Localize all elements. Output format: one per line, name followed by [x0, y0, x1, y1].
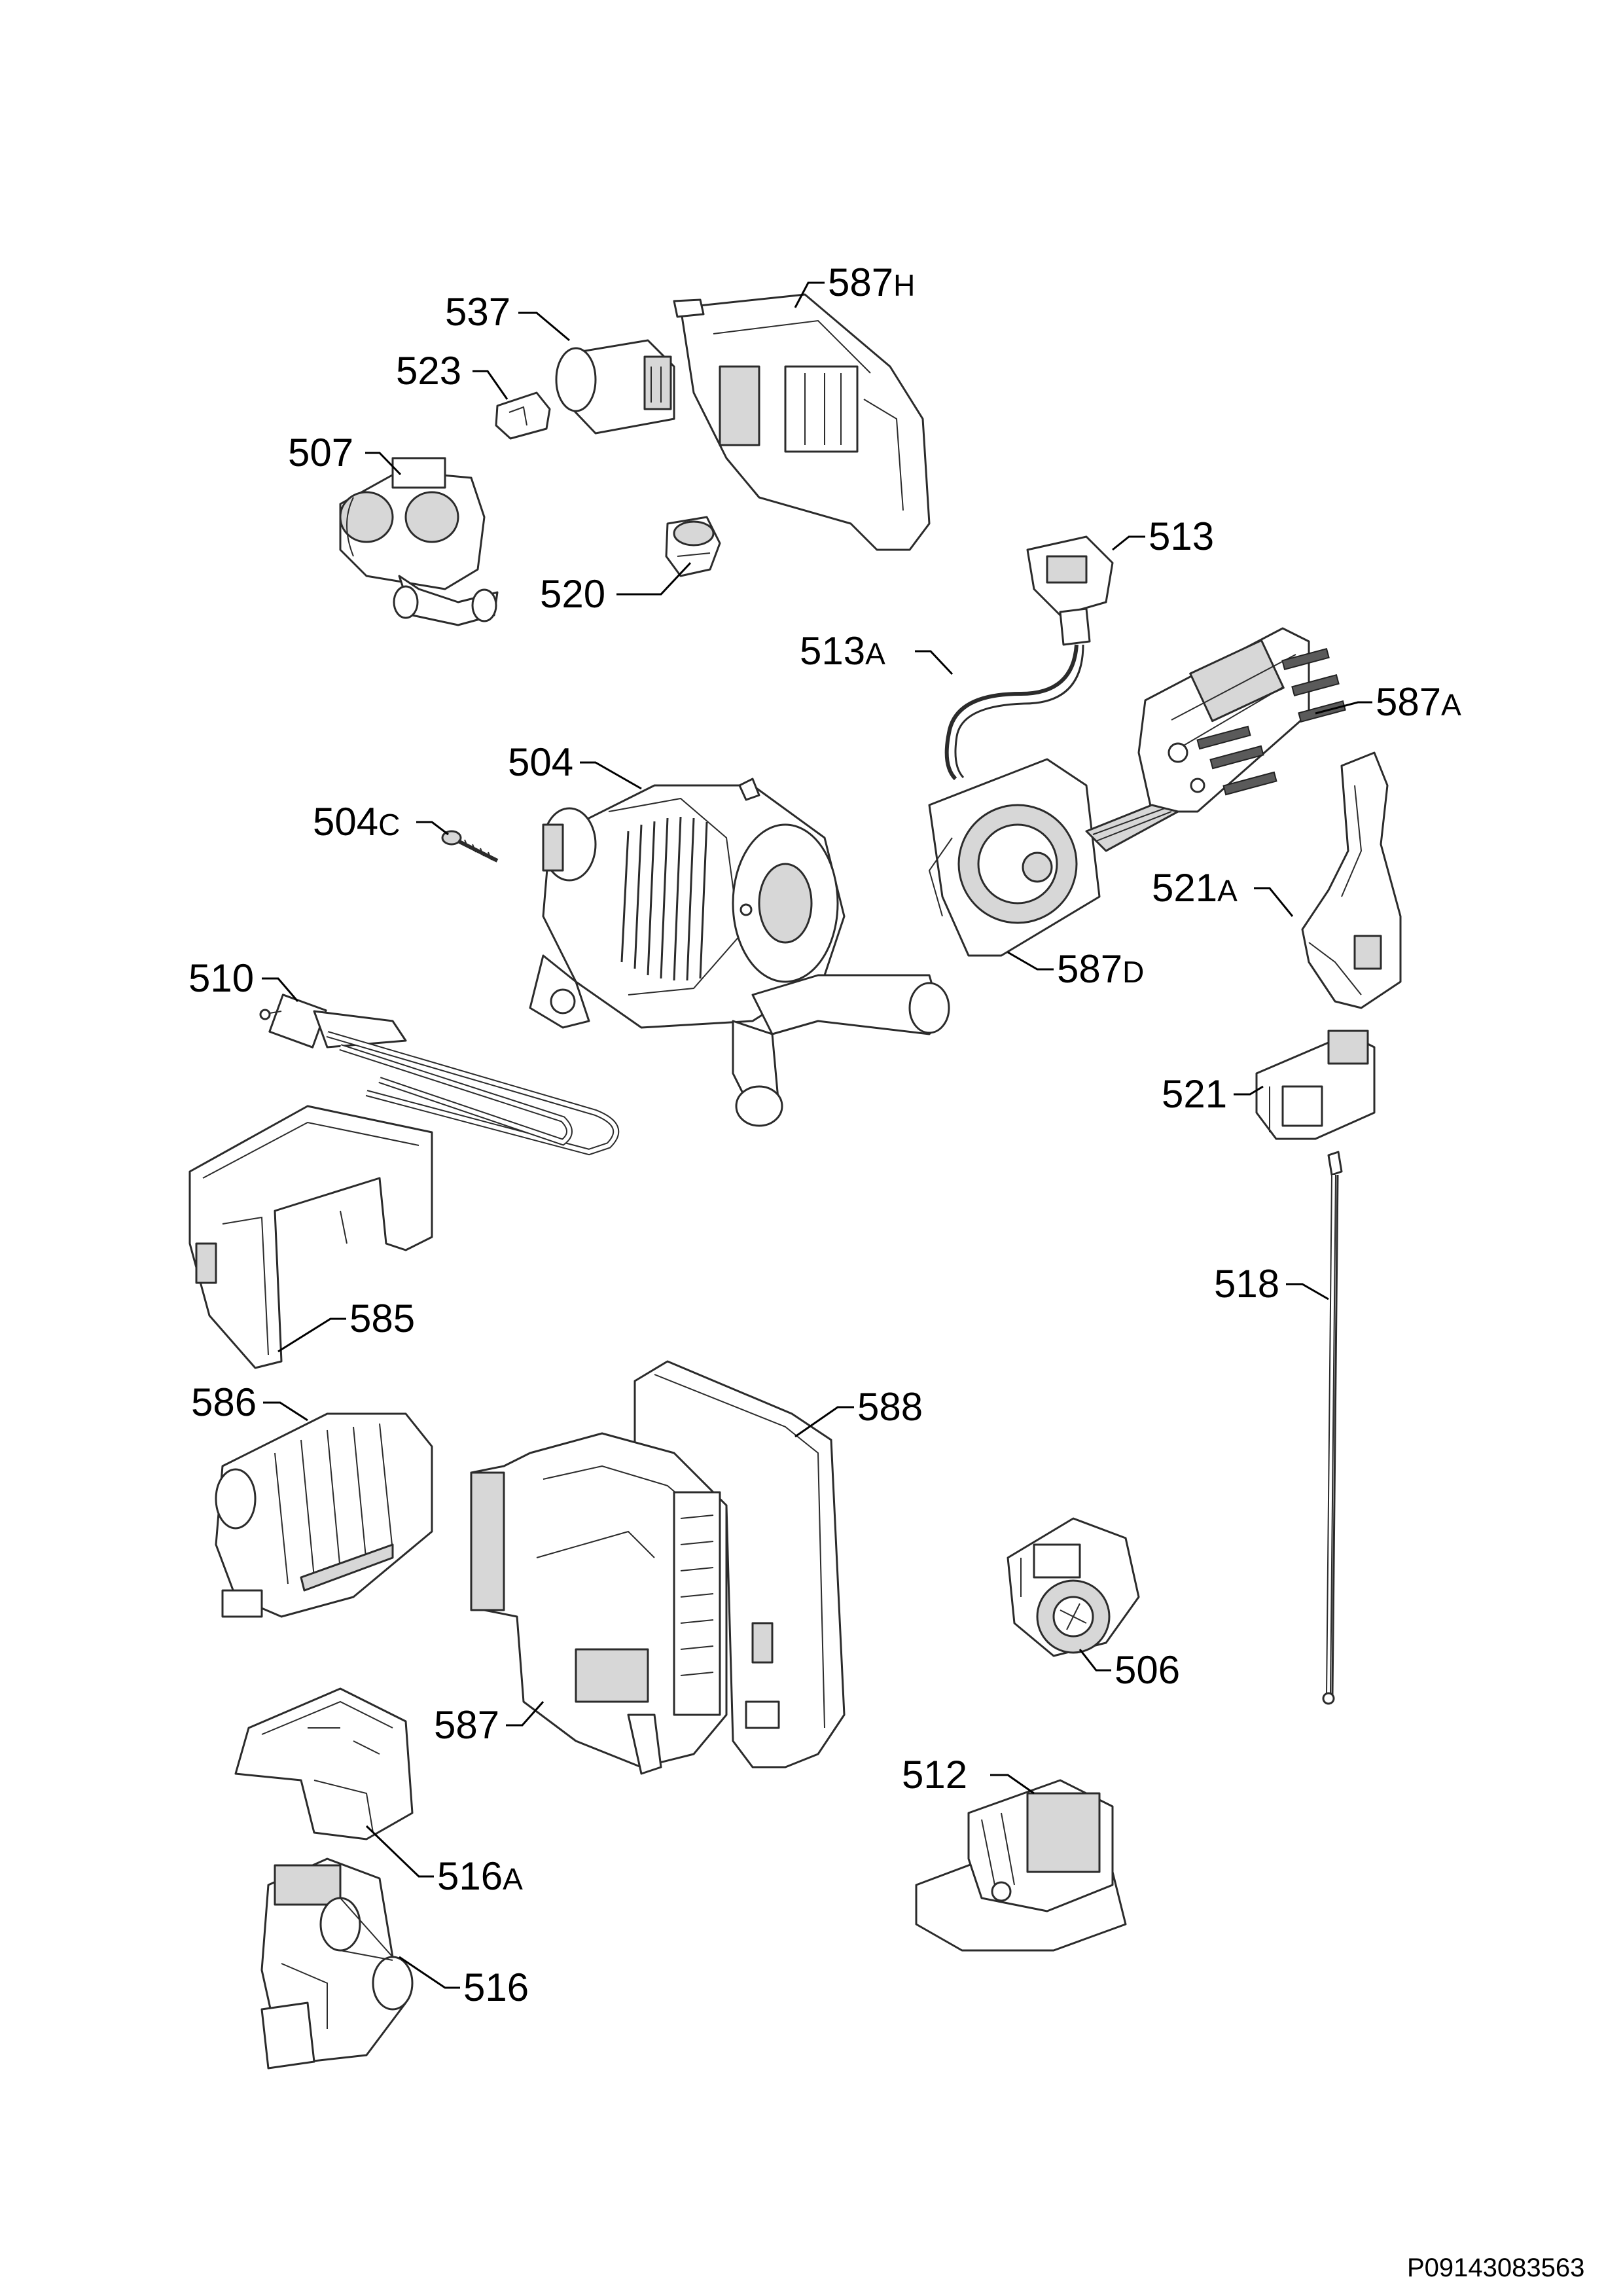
- label-507: 507: [288, 431, 353, 475]
- part-512-pump-base: [915, 1779, 1127, 1952]
- label-587: 587: [434, 1703, 499, 1747]
- part-513-sensor: [1026, 535, 1114, 646]
- label-504C: 504C: [313, 800, 400, 844]
- part-587A-board: [1137, 627, 1346, 813]
- part-513A-cable: [944, 644, 1084, 781]
- part-586-filter: [215, 1412, 433, 1618]
- label-510: 510: [188, 956, 254, 1000]
- label-585: 585: [349, 1297, 415, 1340]
- label-588: 588: [857, 1385, 923, 1429]
- label-587D: 587D: [1057, 947, 1144, 991]
- label-537: 537: [445, 290, 510, 334]
- label-504: 504: [508, 740, 573, 784]
- part-521A-bracket: [1301, 751, 1402, 1009]
- label-512: 512: [902, 1753, 967, 1797]
- label-587H: 587H: [828, 260, 915, 304]
- label-586: 586: [191, 1380, 257, 1424]
- part-523-clip: [495, 391, 551, 440]
- part-587D-housing: [928, 758, 1179, 957]
- label-513A: 513A: [800, 629, 885, 673]
- part-516-drain-pump: [260, 1857, 414, 2070]
- part-510-heating-element: [259, 994, 620, 1156]
- label-506: 506: [1115, 1648, 1180, 1692]
- part-504-motor: [529, 778, 950, 1127]
- part-587H-housing: [673, 293, 931, 551]
- label-520: 520: [540, 572, 605, 616]
- part-587-control-module: [470, 1432, 728, 1775]
- label-516: 516: [463, 1965, 529, 2009]
- part-506-pump: [1007, 1517, 1140, 1657]
- part-537-filter: [555, 339, 675, 435]
- part-585-cover: [188, 1105, 433, 1369]
- leader-lines: [262, 281, 1372, 1989]
- part-521-door-lock: [1255, 1030, 1376, 1140]
- label-521: 521: [1162, 1072, 1227, 1116]
- label-513: 513: [1149, 514, 1214, 558]
- part-507-inlet-valve: [339, 457, 499, 626]
- part-504C-screw: [441, 830, 499, 863]
- part-labels: 537 587H 523 507 513 520 513A 587A 504 5…: [188, 260, 1461, 2009]
- label-523: 523: [396, 349, 461, 393]
- part-516A-cover: [234, 1687, 414, 1840]
- label-516A: 516A: [437, 1854, 523, 1898]
- label-521A: 521A: [1152, 866, 1238, 910]
- part-518-rod: [1322, 1151, 1343, 1705]
- label-587A: 587A: [1376, 680, 1461, 724]
- document-code: P09143083563: [1407, 2253, 1584, 2282]
- part-520-connector: [665, 516, 721, 577]
- label-518: 518: [1214, 1262, 1279, 1306]
